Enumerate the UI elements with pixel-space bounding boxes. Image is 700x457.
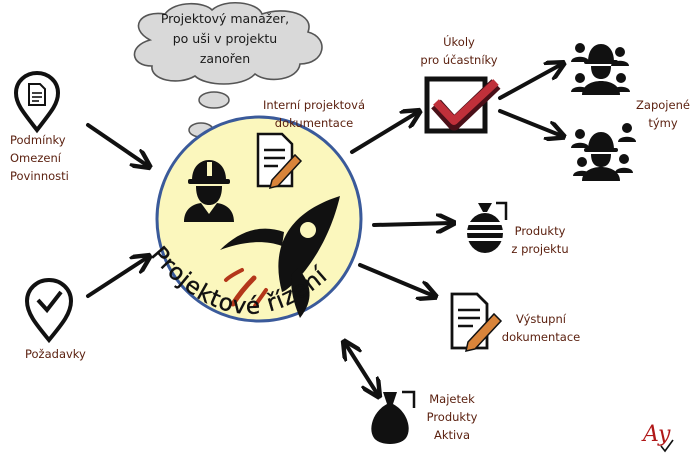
- teams-label: Zapojené týmy: [636, 98, 690, 130]
- thought-cloud-text: Projektový manažer, po uši v projektu za…: [160, 11, 290, 66]
- products-label: Produkty z projektu: [511, 224, 569, 256]
- manager-icon: [184, 160, 234, 222]
- signature-check-icon: [660, 439, 674, 453]
- arrows: [86, 64, 562, 395]
- arrow: [350, 112, 418, 154]
- output-document-icon: [450, 292, 503, 352]
- team-icon: [571, 123, 636, 181]
- arrow: [358, 263, 434, 296]
- internal-document-icon: [256, 132, 303, 190]
- products-bag-icon: [465, 201, 508, 253]
- conditions-pin-icon: [13, 70, 61, 134]
- tasks-label: Úkoly pro účastníky: [420, 35, 498, 67]
- conditions-label: Podmínky Omezení Povinnosti: [10, 133, 69, 183]
- requirements-pin-icon: [24, 277, 74, 344]
- author-signature: Ay: [643, 422, 671, 447]
- rocket-icon: [220, 196, 340, 318]
- assets-label: Majetek Produkty Aktiva: [426, 392, 478, 442]
- internal-docs-label: Interní projektová dokumentace: [262, 98, 366, 130]
- arrow: [345, 343, 378, 395]
- arrow: [86, 123, 148, 166]
- requirements-label: Požadavky: [25, 347, 86, 361]
- arrow: [372, 223, 452, 225]
- tasks-checkbox-icon: [424, 76, 501, 134]
- assets-sack-icon: [371, 390, 416, 444]
- arrow: [498, 64, 562, 100]
- arrow: [86, 257, 148, 298]
- output-docs-label: Výstupní dokumentace: [501, 312, 581, 344]
- arrow: [498, 109, 562, 136]
- thought-cloud: [133, 2, 323, 85]
- team-icon: [571, 43, 630, 95]
